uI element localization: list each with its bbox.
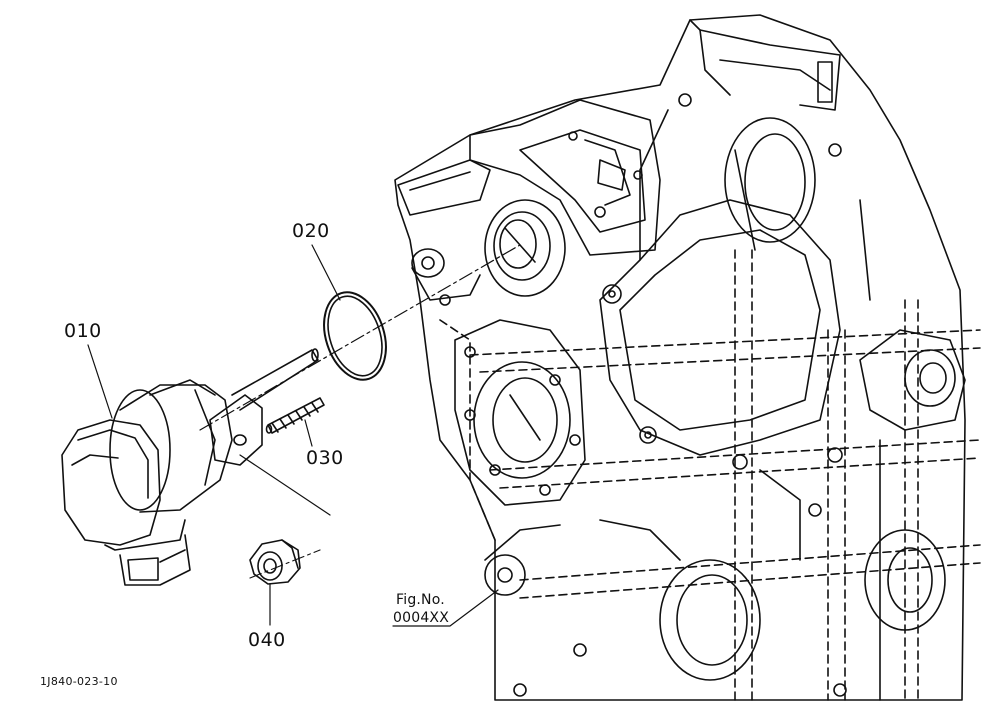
fig-ref-label: Fig.No. xyxy=(396,592,445,608)
fig-ref-number: 0004XX xyxy=(393,610,450,626)
callout-010: 010 xyxy=(64,320,102,342)
nut-040 xyxy=(249,539,301,585)
callout-leaders xyxy=(87,244,499,627)
callout-030: 030 xyxy=(306,447,344,469)
callout-020: 020 xyxy=(292,220,330,242)
o-ring-020 xyxy=(323,291,387,381)
stop-solenoid-010 xyxy=(61,348,331,586)
callout-040: 040 xyxy=(248,629,286,651)
drawing-id: 1J840-023-10 xyxy=(40,675,118,688)
gear-case-housing xyxy=(394,14,981,701)
stud-bolt-030 xyxy=(265,397,325,434)
nut-centerline xyxy=(249,549,321,579)
assembly-centerline xyxy=(199,244,521,431)
